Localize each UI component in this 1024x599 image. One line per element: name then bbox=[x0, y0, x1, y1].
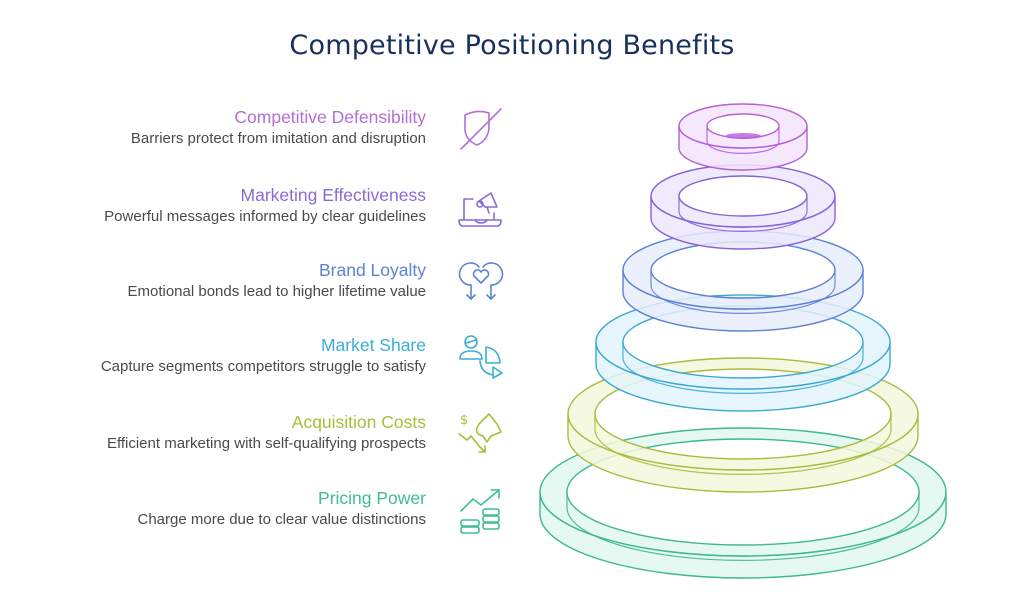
benefit-title: Pricing Power bbox=[318, 488, 426, 508]
heart-bond-icon bbox=[457, 259, 505, 307]
ring-1-inner-shadow bbox=[725, 133, 761, 139]
dollar-down-megaphone-icon: $ bbox=[457, 410, 505, 458]
ring-inner-wall bbox=[594, 414, 892, 475]
ring-inner-wall bbox=[650, 270, 836, 314]
ring-4 bbox=[595, 294, 891, 412]
benefit-item-competitive-defensibility: Competitive Defensibility Barriers prote… bbox=[131, 106, 426, 149]
benefit-item-brand-loyalty: Brand Loyalty Emotional bonds lead to hi… bbox=[127, 259, 426, 302]
ring-top bbox=[567, 357, 919, 471]
ring-inner-wall bbox=[622, 342, 864, 394]
ring-inner-wall bbox=[566, 492, 920, 561]
benefit-description: Charge more due to clear value distincti… bbox=[137, 511, 427, 528]
benefit-item-acquisition-costs: Acquisition Costs Efficient marketing wi… bbox=[107, 411, 426, 454]
ring-1 bbox=[678, 103, 808, 171]
benefit-title: Competitive Defensibility bbox=[234, 107, 426, 127]
ring-top bbox=[595, 294, 891, 390]
ring-top bbox=[622, 230, 864, 310]
benefit-title: Acquisition Costs bbox=[291, 412, 426, 432]
ring-top bbox=[539, 427, 947, 557]
coins-growth-icon bbox=[457, 487, 505, 535]
ring-top bbox=[650, 164, 836, 228]
benefit-description: Emotional bonds lead to higher lifetime … bbox=[127, 283, 426, 300]
ring-top bbox=[678, 103, 808, 149]
ring-side bbox=[678, 125, 808, 171]
benefit-title: Brand Loyalty bbox=[318, 260, 426, 280]
benefit-description: Barriers protect from imitation and disr… bbox=[130, 130, 426, 147]
benefit-description: Efficient marketing with self-qualifying… bbox=[106, 435, 426, 452]
benefit-description: Capture segments competitors struggle to… bbox=[100, 358, 426, 375]
shield-slash-icon bbox=[457, 105, 505, 153]
ring-side bbox=[622, 269, 864, 332]
ring-inner-wall bbox=[678, 196, 808, 232]
ring-side bbox=[567, 413, 919, 493]
page-title: Competitive Positioning Benefits bbox=[289, 30, 735, 61]
ring-2 bbox=[650, 164, 836, 250]
ring-5 bbox=[567, 357, 919, 493]
ring-side bbox=[539, 491, 947, 579]
user-pie-chart-icon bbox=[457, 333, 505, 381]
benefit-item-market-share: Market Share Capture segments competitor… bbox=[101, 334, 426, 377]
ring-6 bbox=[539, 427, 947, 579]
dollar-sign-icon: $ bbox=[460, 413, 468, 428]
benefit-item-pricing-power: Pricing Power Charge more due to clear v… bbox=[138, 487, 427, 530]
laptop-megaphone-icon bbox=[457, 183, 505, 231]
ring-inner-wall bbox=[706, 126, 780, 154]
ring-side bbox=[650, 195, 836, 250]
benefit-description: Powerful messages informed by clear guid… bbox=[104, 208, 426, 225]
benefit-item-marketing-effectiveness: Marketing Effectiveness Powerful message… bbox=[104, 184, 426, 227]
benefit-title: Market Share bbox=[320, 335, 426, 355]
ring-side bbox=[595, 341, 891, 412]
benefit-title: Marketing Effectiveness bbox=[240, 185, 426, 205]
ring-3 bbox=[622, 230, 864, 332]
